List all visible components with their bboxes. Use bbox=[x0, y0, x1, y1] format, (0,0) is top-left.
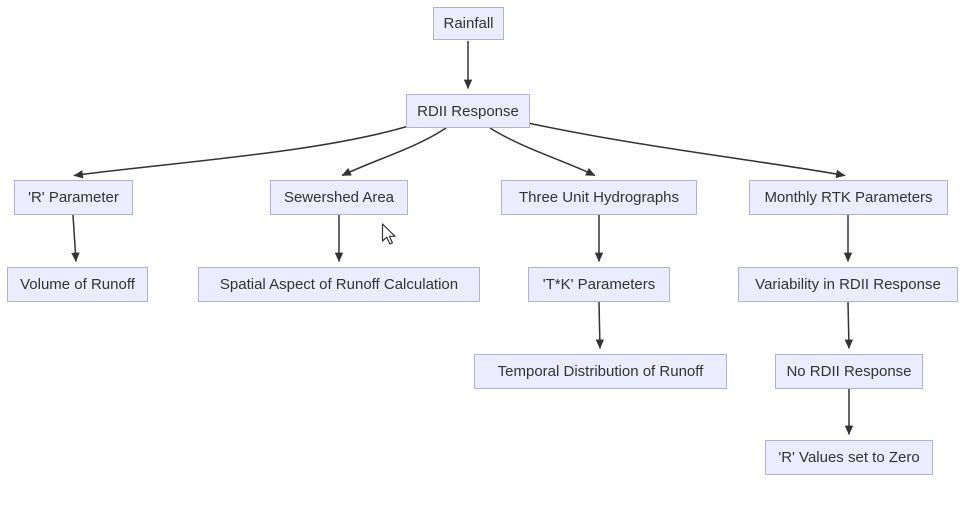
node-r-parameter: 'R' Parameter bbox=[14, 180, 133, 215]
node-volume-of-runoff: Volume of Runoff bbox=[7, 267, 148, 302]
edge-rdii-three-unit bbox=[489, 127, 596, 177]
node-variability-in-rdii: Variability in RDII Response bbox=[738, 267, 958, 302]
edge-rdii-r-parameter bbox=[73, 124, 413, 179]
node-spatial-aspect: Spatial Aspect of Runoff Calculation bbox=[198, 267, 480, 302]
node-three-unit-hydrographs: Three Unit Hydrographs bbox=[501, 180, 697, 215]
edge-variability-no-rdii bbox=[844, 301, 854, 350]
edge-r-parameter-volume bbox=[71, 214, 80, 263]
node-monthly-rtk-parameters: Monthly RTK Parameters bbox=[749, 180, 948, 215]
node-r-values-set-to-zero: 'R' Values set to Zero bbox=[765, 440, 933, 475]
node-sewershed-area: Sewershed Area bbox=[270, 180, 408, 215]
edge-rdii-sewershed bbox=[341, 127, 447, 177]
edge-rdii-monthly-rtk bbox=[522, 121, 846, 179]
node-temporal-distribution: Temporal Distribution of Runoff bbox=[474, 354, 727, 389]
edge-tk-temporal bbox=[595, 301, 605, 350]
node-rdii-response: RDII Response bbox=[406, 94, 530, 128]
node-no-rdii-response: No RDII Response bbox=[775, 354, 923, 389]
node-rainfall: Rainfall bbox=[433, 7, 504, 40]
node-tk-parameters: 'T*K' Parameters bbox=[528, 267, 670, 302]
mouse-cursor-icon bbox=[381, 223, 396, 245]
